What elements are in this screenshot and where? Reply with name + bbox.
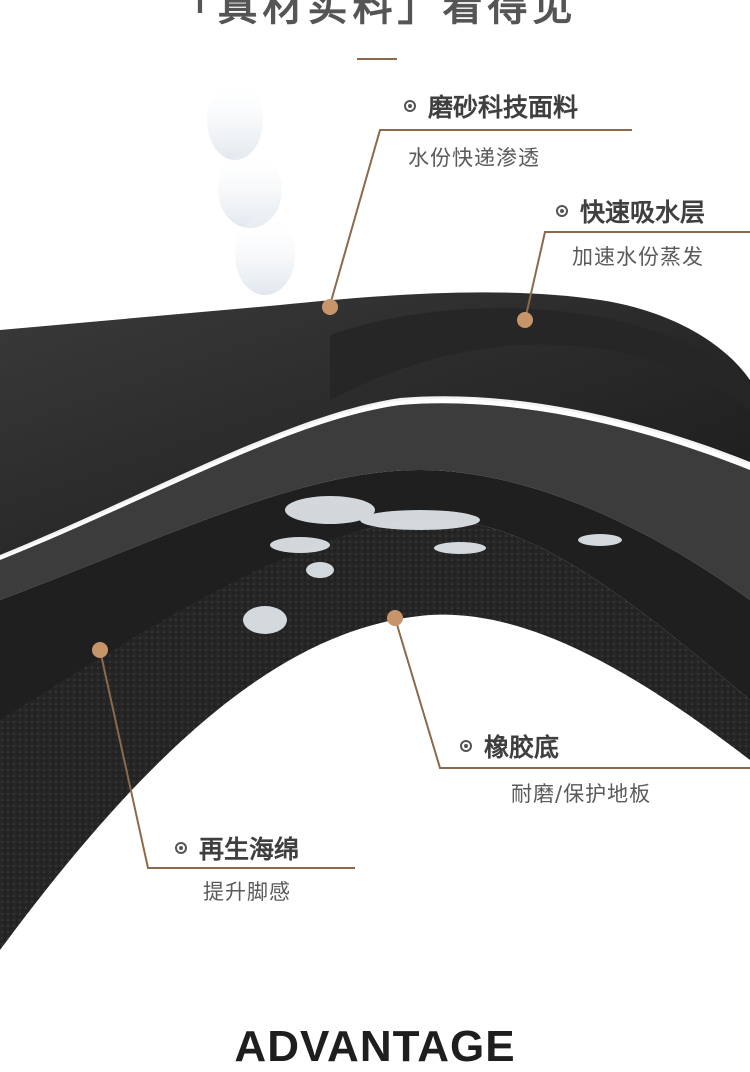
sponge-title: 再生海绵 [199, 835, 300, 864]
absorb-layer-title: 快速吸水层 [580, 198, 706, 227]
water-splash [243, 496, 622, 634]
bullet-circle-icon [404, 100, 416, 112]
bullet-circle-icon [460, 740, 472, 752]
callout-title-sponge: 再生海绵 [175, 830, 299, 866]
top-inner-layer [330, 308, 750, 410]
absorb-layer [0, 403, 750, 600]
callout-title-absorb-layer: 快速吸水层 [556, 193, 705, 229]
sponge-subtitle: 提升脚感 [203, 880, 291, 904]
surface-fabric-title: 磨砂科技面料 [428, 93, 579, 122]
leader-dots [92, 299, 533, 658]
water-stream [207, 80, 295, 295]
rubber-base-title: 橡胶底 [484, 733, 560, 762]
rubber-base-subtitle: 耐磨/保护地板 [511, 782, 652, 806]
absorb-layer-subtitle: 加速水份蒸发 [572, 245, 704, 269]
rubber-base-layer [0, 519, 750, 950]
surface-fabric-subtitle: 水份快递渗透 [408, 146, 540, 170]
top-fabric-layer [0, 292, 750, 555]
page-title: 「真材实料」看得见 [172, 0, 578, 30]
bullet-circle-icon [175, 842, 187, 854]
title-divider [357, 58, 397, 60]
callout-title-surface-fabric: 磨砂科技面料 [404, 88, 578, 124]
leader-lines [99, 129, 750, 869]
sponge-layer [0, 470, 750, 720]
callout-title-rubber-base: 橡胶底 [460, 728, 559, 764]
advantage-heading: ADVANTAGE [234, 1022, 516, 1071]
bullet-circle-icon [556, 205, 568, 217]
